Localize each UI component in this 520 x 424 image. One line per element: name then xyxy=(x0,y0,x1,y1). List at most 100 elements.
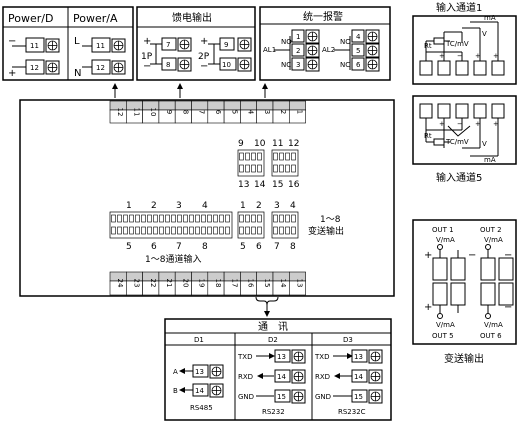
svg-text:13: 13 xyxy=(354,353,363,361)
svg-text:7: 7 xyxy=(176,242,182,252)
svg-text:12: 12 xyxy=(288,139,299,149)
svg-text:+: + xyxy=(493,52,499,60)
outbox-caption: 变送输出 xyxy=(444,352,484,365)
dip-switch xyxy=(285,164,290,173)
terminal-number: 13 xyxy=(295,279,303,288)
terminal-number: 24 xyxy=(116,279,124,288)
terminal-number: 7 xyxy=(198,110,206,114)
dip-switch xyxy=(153,214,158,223)
brace xyxy=(255,296,279,306)
screw-icon xyxy=(368,349,383,364)
svg-text:mA: mA xyxy=(484,14,496,22)
svg-text:A: A xyxy=(173,368,178,376)
dip-switch xyxy=(239,164,244,173)
dip-switch xyxy=(279,226,284,235)
dip-switch xyxy=(171,214,176,223)
dip-switch xyxy=(195,226,200,235)
terminal-number: 3 xyxy=(263,110,271,114)
alarm-al1: AL1 xyxy=(263,46,276,54)
svg-text:10: 10 xyxy=(222,61,231,69)
screw-icon xyxy=(209,383,224,398)
svg-text:B: B xyxy=(173,387,178,395)
svg-text:9: 9 xyxy=(224,41,228,49)
terminal-number: 11 xyxy=(132,108,140,117)
alarm-section: 统一报警 AL1 NO NC 1 2 3 AL2 NO NC 4 5 6 xyxy=(259,6,391,81)
dip-switch xyxy=(111,214,116,223)
power-d-minus: − xyxy=(8,36,16,47)
svg-text:RXD: RXD xyxy=(315,373,330,381)
svg-text:Rt: Rt xyxy=(424,42,432,50)
term-11-d: 11 xyxy=(30,42,39,50)
svg-text:3: 3 xyxy=(176,201,182,211)
svg-text:14: 14 xyxy=(195,387,204,395)
dip-switch xyxy=(213,226,218,235)
svg-text:+: + xyxy=(475,120,481,128)
svg-text:1: 1 xyxy=(296,33,300,41)
dip-switch xyxy=(159,226,164,235)
dip-switch xyxy=(171,226,176,235)
feed-1p: 1P xyxy=(141,52,153,62)
dip-switch xyxy=(189,226,194,235)
screw-icon xyxy=(368,389,383,404)
svg-text:2: 2 xyxy=(151,201,157,211)
svg-text:OUT 2: OUT 2 xyxy=(480,226,502,234)
dip-switch xyxy=(245,226,250,235)
svg-text:−: − xyxy=(457,120,463,128)
svg-text:7: 7 xyxy=(274,242,280,252)
feed-2p: 2P xyxy=(198,52,210,62)
rs485-label: RS485 xyxy=(190,404,213,412)
svg-text:6: 6 xyxy=(151,242,157,252)
dip-switch xyxy=(177,226,182,235)
svg-text:GND: GND xyxy=(238,393,254,401)
svg-text:V/mA: V/mA xyxy=(484,236,503,244)
dip-switch xyxy=(183,214,188,223)
screw-icon xyxy=(368,369,383,384)
svg-text:13: 13 xyxy=(195,368,204,376)
terminal-screw xyxy=(158,100,176,111)
dip-switch xyxy=(257,214,262,223)
svg-text:2: 2 xyxy=(296,47,300,55)
svg-text:15: 15 xyxy=(277,393,286,401)
dip-switch xyxy=(123,226,128,235)
svg-text:Rt: Rt xyxy=(424,132,432,140)
screw-icon xyxy=(177,57,192,72)
svg-text:3: 3 xyxy=(274,201,280,211)
dip-switch xyxy=(207,226,212,235)
svg-text:D2: D2 xyxy=(268,336,278,344)
svg-text:14: 14 xyxy=(277,373,286,381)
dip-block xyxy=(271,149,299,177)
svg-text:RXD: RXD xyxy=(238,373,253,381)
dip-switch xyxy=(201,226,206,235)
terminal-screw xyxy=(288,100,306,111)
screw-icon xyxy=(365,29,380,44)
dip-switch xyxy=(219,226,224,235)
svg-text:14: 14 xyxy=(354,373,363,381)
svg-text:NO: NO xyxy=(281,38,292,46)
dip-switch xyxy=(285,214,290,223)
svg-text:TC/mV: TC/mV xyxy=(445,40,469,48)
screw-icon xyxy=(291,349,306,364)
dip-switch xyxy=(117,226,122,235)
svg-text:1: 1 xyxy=(126,201,132,211)
dip-switch xyxy=(147,226,152,235)
svg-text:V/mA: V/mA xyxy=(436,321,455,329)
dip-switch xyxy=(251,164,256,173)
svg-text:+: + xyxy=(143,36,151,47)
comm-section: 通 讯 D1 D2 D3 A B 13 14 RS485 TXD RXD GND… xyxy=(164,318,392,421)
power-a-l: L xyxy=(74,36,80,47)
dip-switch xyxy=(251,152,256,161)
svg-text:16: 16 xyxy=(288,180,300,190)
screw-icon xyxy=(365,57,380,72)
svg-text:NC: NC xyxy=(281,61,291,69)
screw-icon xyxy=(365,43,380,58)
svg-text:8: 8 xyxy=(166,61,170,69)
dip-switch xyxy=(153,226,158,235)
dip-switch xyxy=(111,226,116,235)
svg-text:+: + xyxy=(424,250,432,261)
svg-text:13: 13 xyxy=(238,180,249,190)
in5-caption: 输入通道5 xyxy=(436,171,482,184)
svg-text:V: V xyxy=(482,140,487,148)
